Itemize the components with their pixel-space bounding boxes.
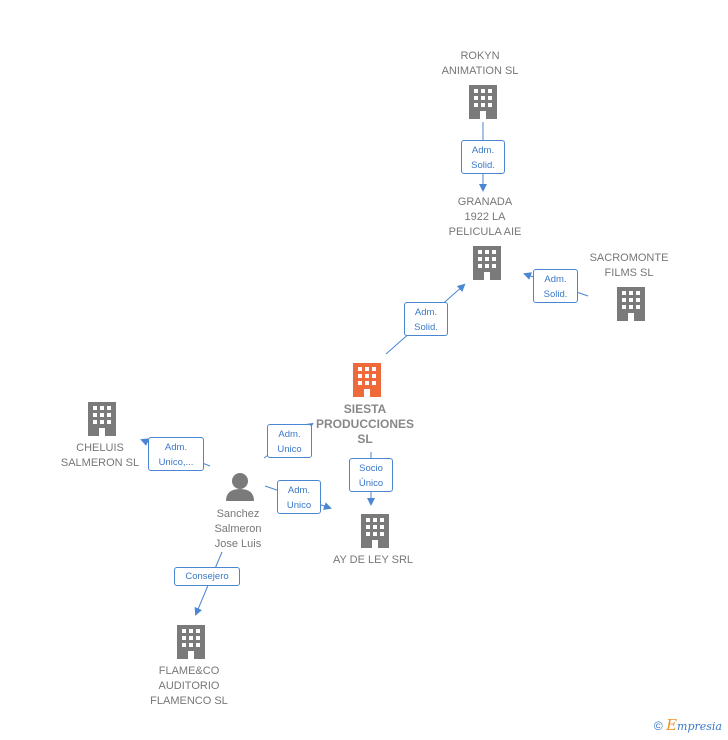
edge-label-siesta-granada[interactable]: Adm. Solid. bbox=[404, 302, 448, 336]
edge-label-sanchez-siesta[interactable]: Adm. Unico bbox=[267, 424, 312, 458]
building-icon-flameco[interactable] bbox=[177, 625, 205, 659]
brand-logo-initial: E bbox=[666, 716, 678, 734]
person-icon-sanchez[interactable] bbox=[226, 473, 254, 501]
building-icon-rokyn[interactable] bbox=[469, 85, 497, 119]
brand-logo-text: mpresia bbox=[677, 720, 722, 733]
node-label-flameco[interactable]: FLAME&CO AUDITORIO FLAMENCO SL bbox=[150, 665, 228, 707]
node-label-granada[interactable]: GRANADA 1922 LA PELICULA AIE bbox=[448, 196, 522, 238]
edge-label-rokyn-granada[interactable]: Adm. Solid. bbox=[461, 140, 505, 174]
edge-label-sacromonte-granada[interactable]: Adm. Solid. bbox=[533, 269, 578, 303]
node-label-siesta[interactable]: SIESTA PRODUCCIONES SL bbox=[315, 402, 414, 446]
node-label-rokyn[interactable]: ROKYN ANIMATION SL bbox=[441, 50, 519, 77]
node-label-cheluis[interactable]: CHELUIS SALMERON SL bbox=[60, 442, 140, 469]
building-icon-cheluis[interactable] bbox=[88, 402, 116, 436]
edge-label-sanchez-cheluis[interactable]: Adm. Unico,... bbox=[148, 437, 204, 471]
node-label-sacromonte[interactable]: SACROMONTE FILMS SL bbox=[589, 252, 669, 279]
building-icon-sacromonte[interactable] bbox=[617, 287, 645, 321]
node-label-sanchez[interactable]: Sanchez Salmeron Jose Luis bbox=[214, 508, 262, 550]
building-icon-siesta[interactable] bbox=[353, 363, 381, 397]
footer-brand: © Empresia bbox=[654, 716, 722, 734]
node-label-aydeley[interactable]: AY DE LEY SRL bbox=[332, 554, 414, 566]
building-icon-aydeley[interactable] bbox=[361, 514, 389, 548]
edge-label-siesta-aydeley[interactable]: Socio Único bbox=[349, 458, 393, 492]
edge-label-sanchez-flameco[interactable]: Consejero bbox=[174, 567, 240, 586]
building-icon-granada[interactable] bbox=[473, 246, 501, 280]
copyright-symbol: © bbox=[653, 719, 663, 733]
edge-label-sanchez-aydeley[interactable]: Adm. Unico bbox=[277, 480, 321, 514]
